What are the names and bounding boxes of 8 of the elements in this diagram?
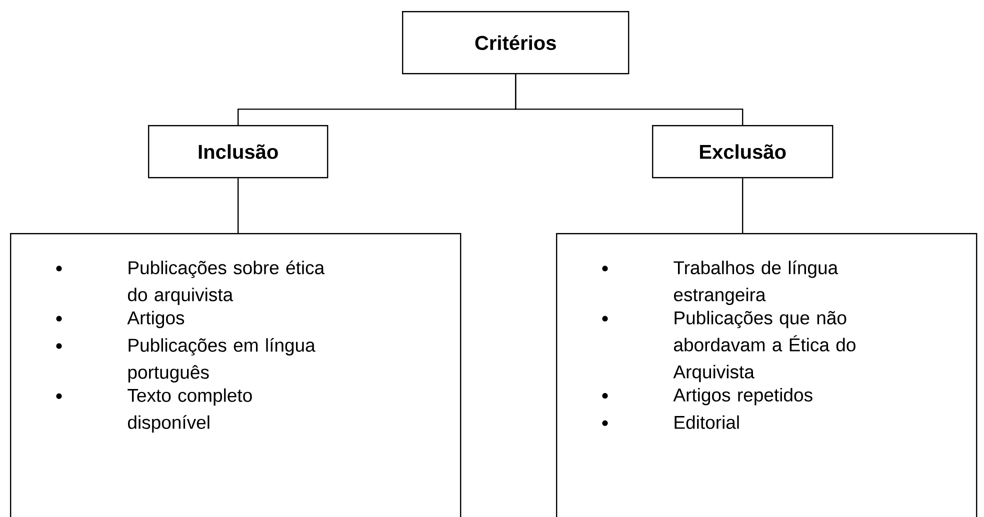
heading-box: Critérios [402, 11, 630, 74]
connector-line [742, 178, 744, 233]
connector-line [515, 74, 744, 125]
heading-box: Inclusão [148, 125, 328, 178]
connector-line [238, 178, 239, 233]
criteria-list-box: Publicações sobre ética do arquivista Artigos Publicações em língua português Texto completo disponível [10, 233, 462, 517]
heading-box: Exclusão [652, 125, 834, 178]
criteria-list-box: Trabalhos de língua estrangeira Publicações que não abordavam a Ética do Arquivista Artigos repetidos Editorial [556, 233, 978, 517]
